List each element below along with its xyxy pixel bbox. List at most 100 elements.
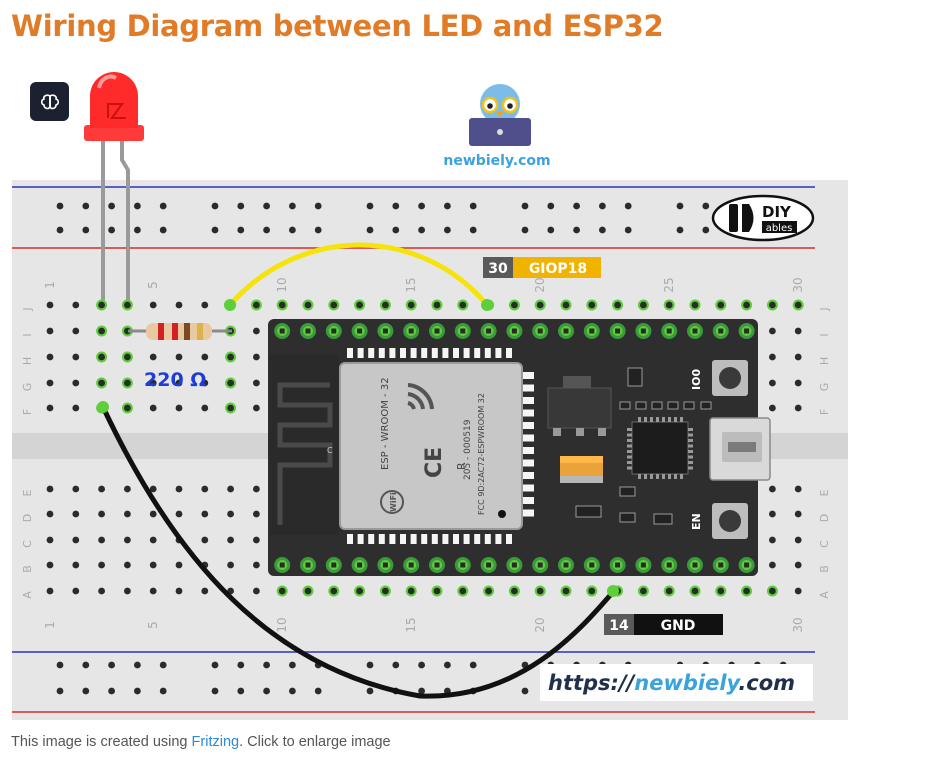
breadboard-hole xyxy=(201,353,209,361)
breadboard-hole xyxy=(46,536,54,544)
black-wire-gnd xyxy=(100,404,616,699)
breadboard-hole xyxy=(227,510,235,518)
breadboard-hole xyxy=(356,587,363,595)
breadboard-hole xyxy=(124,561,131,569)
breadboard-hole xyxy=(72,485,80,493)
chip-leg xyxy=(674,417,677,422)
breadboard-hole xyxy=(547,226,555,234)
breadboard-hole xyxy=(98,485,105,493)
breadboard-hole xyxy=(56,226,64,234)
breadboard-hole xyxy=(444,202,451,210)
breadboard-hole xyxy=(46,561,54,569)
breadboard-hole xyxy=(289,202,296,210)
breadboard-hole xyxy=(769,301,776,309)
breadboard-hole xyxy=(769,510,776,518)
caption-text: This image is created using xyxy=(11,734,192,750)
row-letter: J xyxy=(818,307,831,311)
row-letter: A xyxy=(818,591,831,599)
breadboard-hole xyxy=(46,485,54,493)
breadboard-hole xyxy=(46,301,54,309)
column-number: 30 xyxy=(791,277,805,292)
breadboard-hole xyxy=(794,485,802,493)
breadboard-hole xyxy=(407,301,415,309)
chip-leg xyxy=(627,466,632,470)
row-letter: D xyxy=(818,514,831,522)
newbiely-logo: newbiely.com xyxy=(443,84,551,169)
breadboard-hole xyxy=(536,301,544,309)
breadboard-hole xyxy=(624,226,632,234)
esp32-board: C ESP - WROOM - 32 205 - 000519 FCC 9D:2… xyxy=(268,319,771,576)
breadboard-hole xyxy=(330,587,338,595)
breadboard-hole xyxy=(794,510,802,518)
breadboard-hole xyxy=(289,661,296,669)
breadboard-hole xyxy=(485,587,492,595)
breadboard-hole xyxy=(72,561,80,569)
breadboard-hole xyxy=(794,353,802,361)
fritzing-link[interactable]: Fritzing xyxy=(191,734,240,750)
breadboard-hole xyxy=(237,661,245,669)
breadboard-hole xyxy=(314,687,322,695)
breadboard-hole xyxy=(46,587,54,595)
chip-leg xyxy=(662,474,665,479)
chip-leg xyxy=(627,439,632,442)
breadboard-hole xyxy=(547,202,555,210)
row-letter: B xyxy=(21,565,34,573)
pin-label-giop18: 30 GIOP18 xyxy=(483,257,601,278)
module-pad xyxy=(389,348,396,358)
breadboard-hole xyxy=(382,587,389,595)
io0-label: IO0 xyxy=(690,369,703,390)
breadboard-hole xyxy=(433,301,441,309)
breadboard-hole xyxy=(149,536,157,544)
breadboard-hole xyxy=(56,661,64,669)
breadboard-hole xyxy=(253,353,260,361)
breadboard-hole xyxy=(211,661,219,669)
ai-assistant-button[interactable] xyxy=(30,82,69,121)
module-pad xyxy=(506,534,512,544)
chip-leg xyxy=(650,417,653,422)
breadboard-hole xyxy=(314,226,322,234)
breadboard-hole xyxy=(82,202,90,210)
breadboard-hole xyxy=(227,404,235,412)
column-number: 20 xyxy=(533,617,547,632)
module-pad xyxy=(484,534,491,544)
breadboard-hole xyxy=(46,379,54,387)
usb-serial-chip xyxy=(631,421,689,475)
breadboard-hole xyxy=(175,404,183,412)
breadboard-hole xyxy=(134,226,141,234)
column-number: 15 xyxy=(404,277,418,292)
module-pad xyxy=(357,534,364,544)
breadboard-hole xyxy=(263,661,270,669)
breadboard-hole xyxy=(134,202,141,210)
chip-leg xyxy=(627,433,632,437)
breadboard-hole xyxy=(175,379,183,387)
row-letter: H xyxy=(818,357,831,365)
breadboard-hole xyxy=(82,661,90,669)
breadboard-hole xyxy=(253,587,260,595)
module-pad xyxy=(378,534,385,544)
breadboard-hole xyxy=(108,226,115,234)
breadboard-hole xyxy=(366,226,374,234)
chip-leg xyxy=(627,461,632,464)
breadboard-hole xyxy=(366,687,374,695)
breadboard-hole xyxy=(149,561,157,569)
breadboard-hole xyxy=(418,687,425,695)
breadboard-hole xyxy=(124,353,131,361)
breadboard-hole xyxy=(175,561,183,569)
breadboard-hole xyxy=(149,353,157,361)
module-pad xyxy=(522,434,534,442)
breadboard-hole xyxy=(72,404,80,412)
chip-leg xyxy=(688,433,693,437)
module-pad xyxy=(410,534,417,544)
module-pad xyxy=(484,348,491,358)
module-pad xyxy=(522,472,534,479)
ables-text: ables xyxy=(766,223,793,234)
breadboard-hole xyxy=(469,226,477,234)
breadboard-hole xyxy=(253,404,260,412)
chip-leg xyxy=(688,428,693,431)
breadboard-hole xyxy=(159,202,167,210)
module-pad xyxy=(522,497,534,504)
breadboard-hole xyxy=(253,536,260,544)
breadboard-hole xyxy=(134,661,141,669)
wroom-shield xyxy=(339,362,523,530)
